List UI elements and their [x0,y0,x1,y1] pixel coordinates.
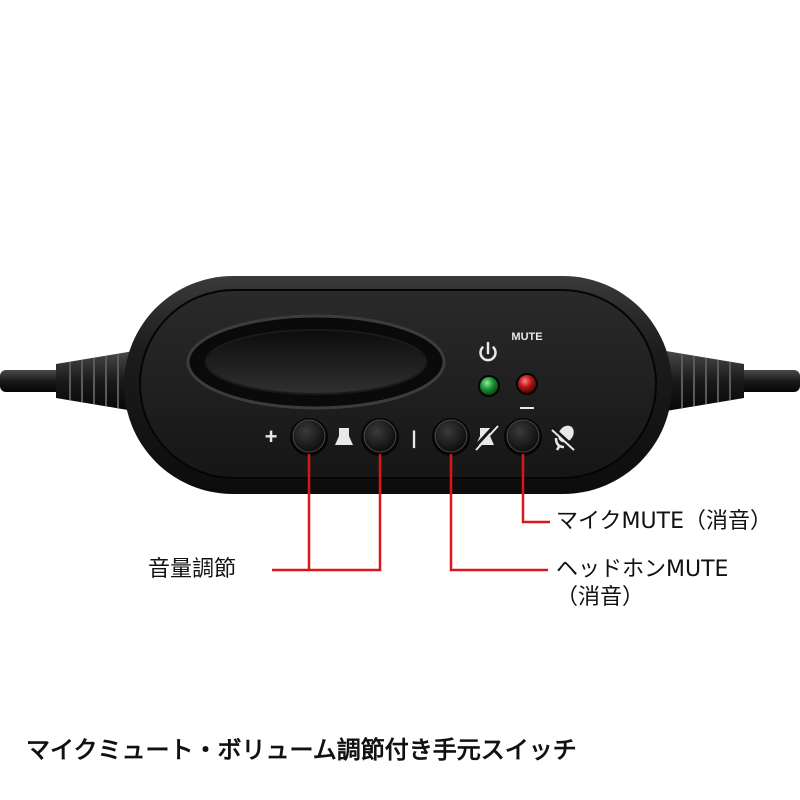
minus-print: | [411,428,416,448]
mute-led [516,373,538,395]
cable-right [660,350,800,412]
mic-mute-leader-line [521,454,550,524]
volume-leader-line [272,454,382,572]
cable-left [0,350,140,412]
headphone-mute-label: ヘッドホンMUTE （消音） [556,556,728,611]
headphone-mute-button[interactable] [432,418,470,456]
headphone-mute-label-line2: （消音） [556,584,645,610]
mute-print: MUTE [511,331,542,343]
power-icon [479,341,497,362]
plus-print: + [265,424,278,449]
mic-mute-label: マイクMUTE（消音） [556,509,772,534]
leader-lines [272,454,550,572]
headphone-mute-label-line1: ヘッドホンMUTE [556,557,729,582]
volume-label: 音量調節 [148,557,237,582]
speaker-muted-icon [472,422,499,451]
speaker-icon [335,428,353,445]
mic-mute-button[interactable] [504,418,542,456]
volume-down-button[interactable] [361,418,399,456]
page-caption: マイクミュート・ボリューム調節付き手元スイッチ [26,736,577,764]
volume-up-button[interactable] [290,418,328,456]
mic-muted-icon [551,425,577,451]
headphone-mute-leader-line [449,454,548,572]
power-led [478,375,500,397]
